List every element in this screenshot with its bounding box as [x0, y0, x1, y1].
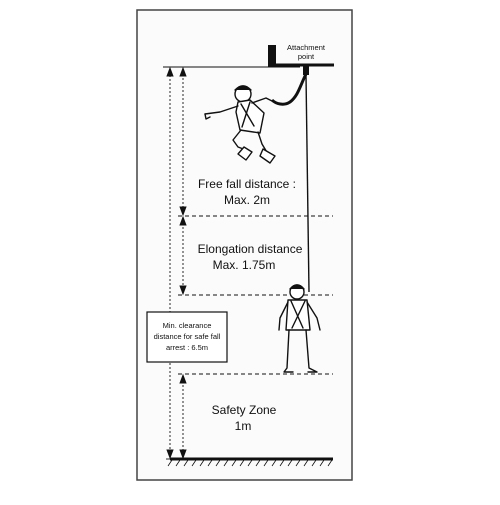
clearance-callout-line3: arrest : 6.5m: [166, 343, 208, 352]
clearance-callout-box: [146, 311, 228, 363]
free-fall-dimension: [179, 66, 187, 217]
lanyard-extended: [305, 74, 310, 293]
elongation-label-line2: Max. 1.75m: [213, 258, 276, 272]
falling-worker-figure: [204, 85, 276, 164]
attachment-bracket: [268, 45, 334, 75]
lanyard-coiled: [270, 73, 308, 106]
clearance-callout-line1: Min. clearance: [163, 321, 212, 330]
clearance-callout-line2: distance for safe fall: [154, 332, 221, 341]
arrested-worker-figure: [278, 284, 321, 373]
elongation-dimension: [179, 215, 187, 296]
attachment-label-line1: Attachment: [287, 43, 326, 52]
ground: [167, 457, 333, 467]
safety-zone-label-line1: Safety Zone: [212, 403, 277, 417]
free-fall-label-line1: Free fall distance :: [198, 177, 296, 191]
safety-zone-dimension: [179, 373, 187, 460]
free-fall-label-line2: Max. 2m: [224, 193, 270, 207]
safety-zone-label-line2: 1m: [235, 419, 252, 433]
elongation-label-line1: Elongation distance: [198, 242, 303, 256]
attachment-label-line2: point: [298, 52, 315, 61]
clearance-dimension-line: [166, 66, 174, 460]
